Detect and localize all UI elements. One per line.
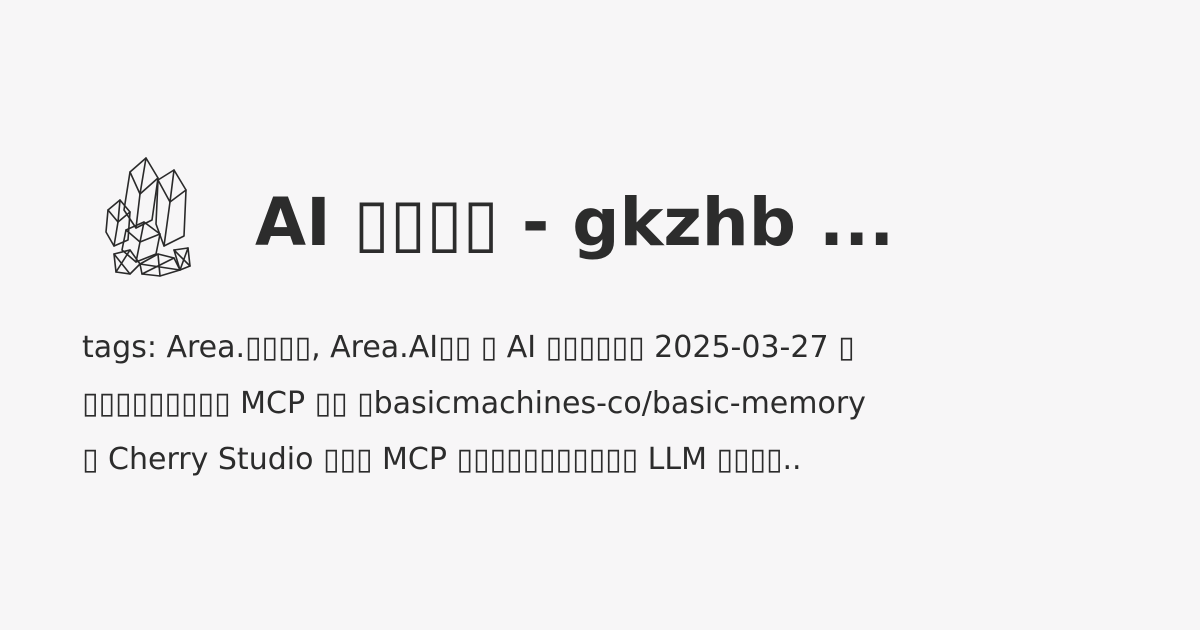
crystal-cluster-icon [100, 150, 192, 278]
excerpt-line: ▯▯▯▯▯▯▯▯▯ MCP ▯▯ ▯basicmachines-co/basic… [82, 386, 866, 421]
article-excerpt: tags: Area.▯▯▯▯, Area.AI▯▯ ▯ AI ▯▯▯▯▯▯ 2… [82, 320, 1122, 492]
excerpt-line: tags: Area.▯▯▯▯, Area.AI▯▯ ▯ AI ▯▯▯▯▯▯ 2… [82, 330, 855, 365]
page-title: AI ▯▯▯▯ - gkzhb ... [255, 184, 895, 261]
excerpt-line: ▯ Cherry Studio ▯▯▯ MCP ▯▯▯▯▯▯▯▯▯▯▯ LLM … [82, 442, 802, 477]
